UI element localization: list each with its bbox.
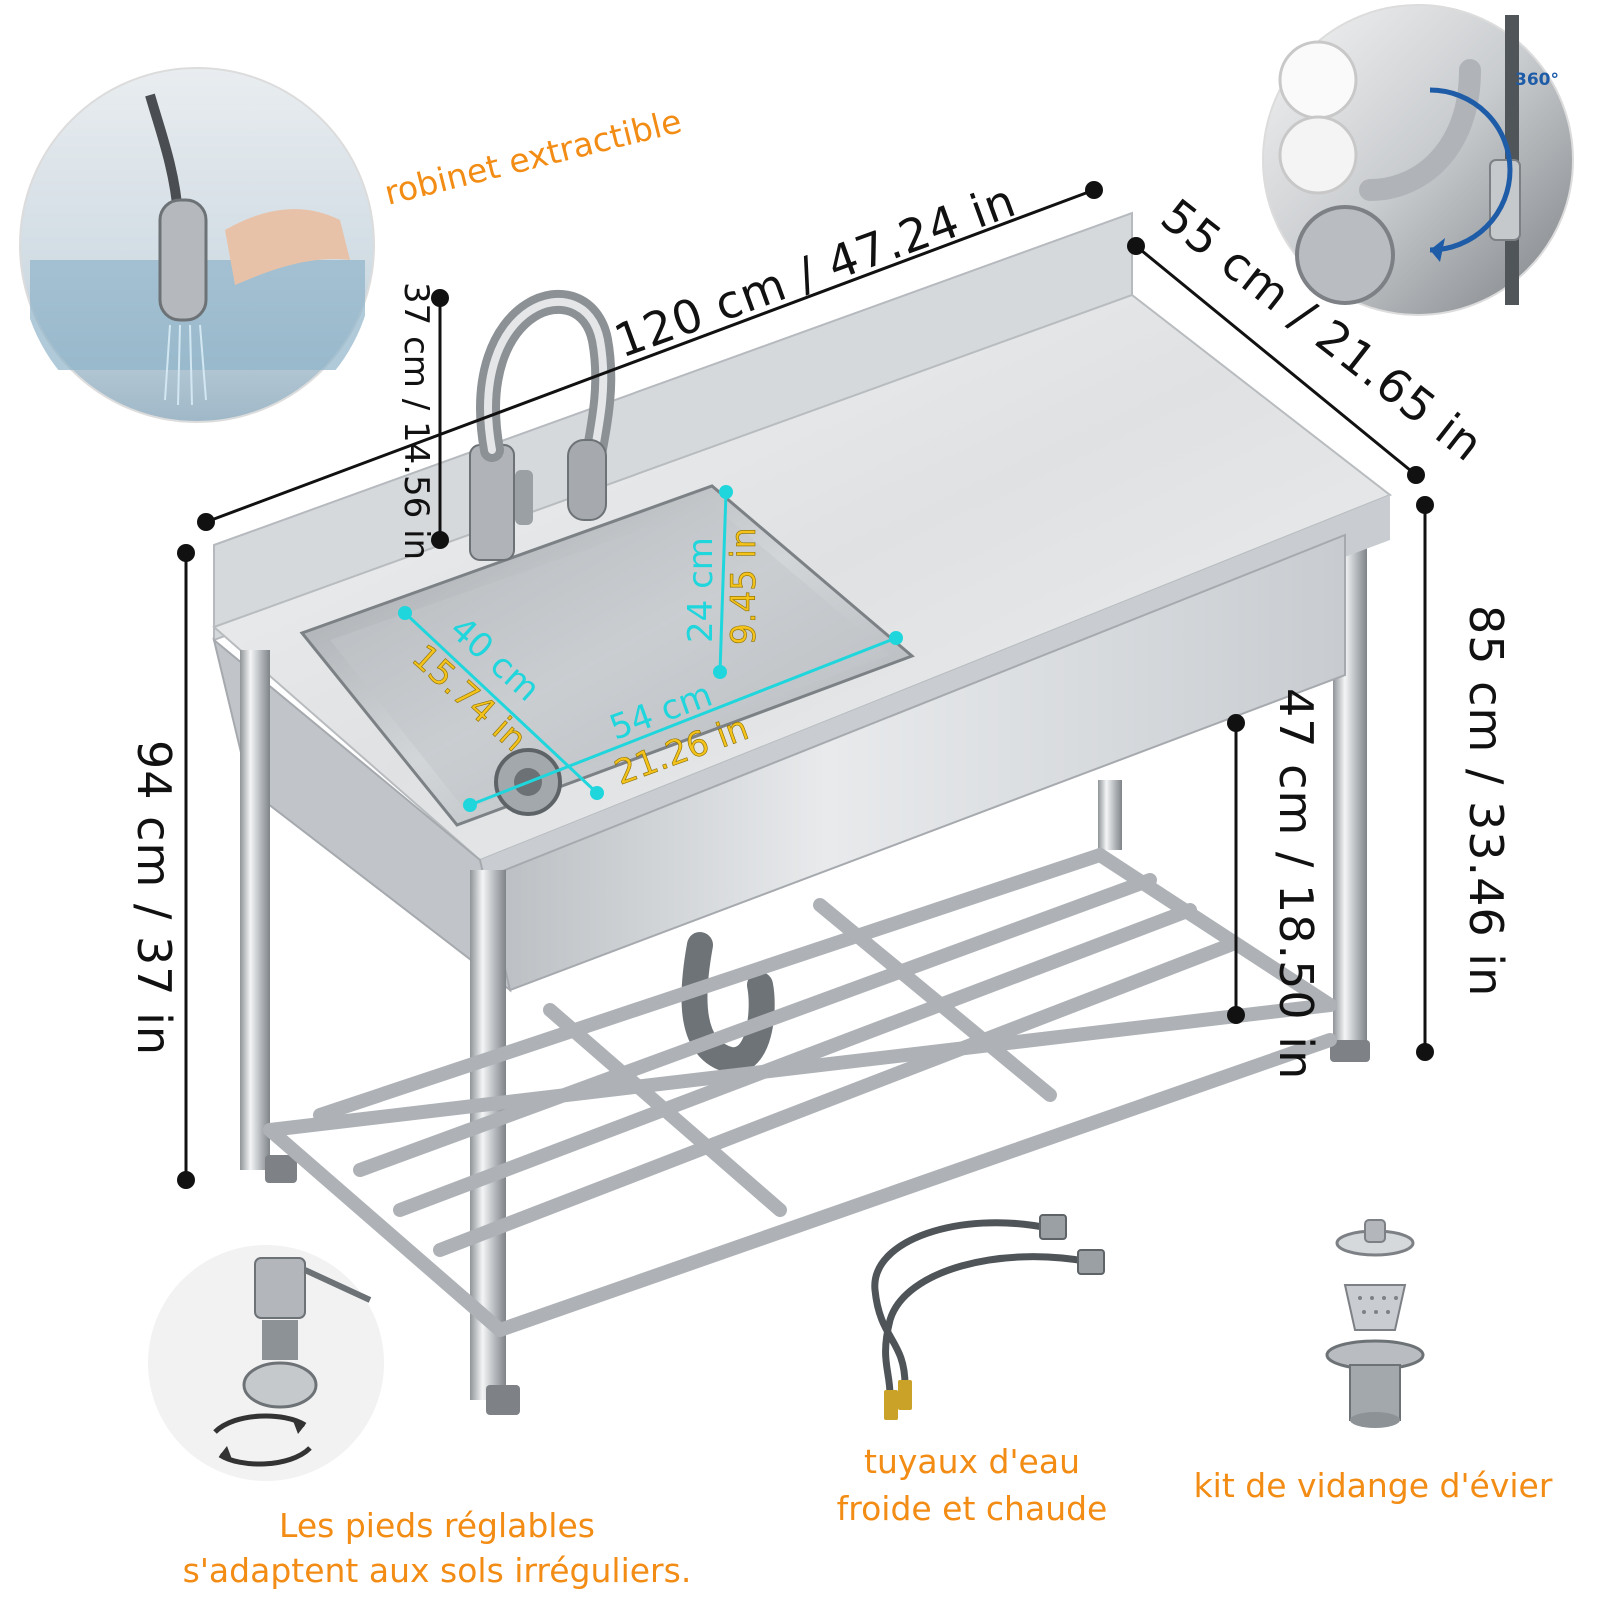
drain-kit-caption: kit de vidange d'évier [1194,1466,1553,1505]
rotation-label: 360° [1515,70,1559,90]
back-left-leg [1098,780,1122,850]
basin-floor [330,505,890,810]
adjustable-foot-photo [148,1245,384,1481]
basin-depth-in: 9.45 in [724,527,764,645]
hoses-caption-line1: tuyaux d'eau [864,1442,1080,1481]
hose-fittings [884,1214,1105,1420]
feet-caption-line1: Les pieds réglables [279,1506,595,1545]
back-right-foot [1330,1040,1370,1062]
pull-out-faucet-caption: robinet extractible [381,101,686,212]
dimension-lines [184,188,1427,1180]
front-left-leg [240,650,270,1170]
counter-edge [480,495,1390,880]
counter-height-label: 85 cm / 33.46 in [1459,605,1513,997]
water-hoses-icon [871,1219,1094,1399]
dimension-endpoints [177,181,1434,1189]
lower-shelf [263,848,1337,1337]
front-left-foot [265,1155,297,1183]
total-height-label: 94 cm / 37 in [127,740,181,1056]
side-apron [212,637,512,993]
shelf-clearance-label: 47 cm / 18.50 in [1269,688,1323,1080]
basin-dimension-endpoints [398,485,903,812]
basin-dimension-lines [403,491,897,807]
faucet [469,290,616,561]
rotation-photo [1262,4,1574,316]
front-right-foot [486,1385,520,1415]
drain-kit-icon [1325,1219,1425,1428]
pull-out-faucet-photo [19,67,375,423]
faucet-height-label: 37 cm / 14.56 in [396,282,436,560]
hoses-caption-line2: froide et chaude [837,1489,1108,1528]
basin-depth-cm: 24 cm [681,537,721,643]
feet-caption-line2: s'adaptent aux sols irréguliers. [183,1551,692,1590]
